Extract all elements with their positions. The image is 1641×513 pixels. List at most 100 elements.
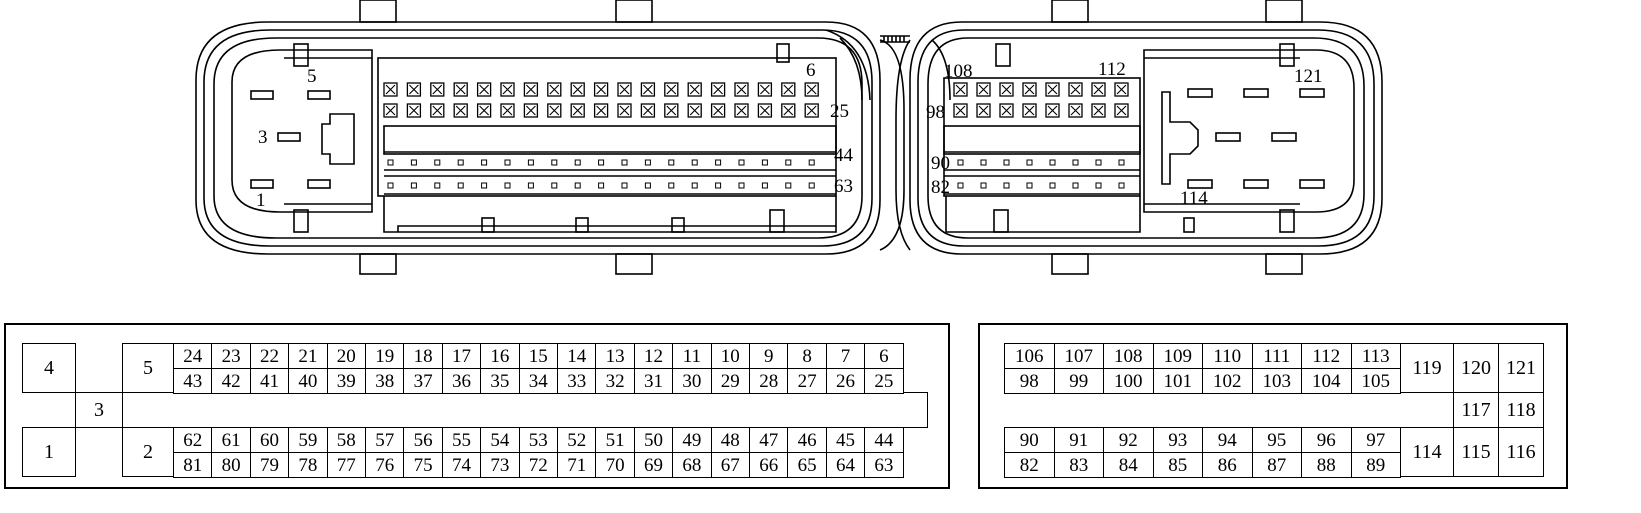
pin-socket [953, 103, 968, 118]
pin-115: 115 [1453, 427, 1499, 477]
connector-label-82: 82 [931, 177, 950, 198]
connector-label-3: 3 [258, 127, 268, 148]
pin-cell: 85 [1152, 452, 1203, 478]
pin-cell: 83 [1053, 452, 1104, 478]
pin-cell: 67 [710, 452, 750, 478]
pin-cell: 78 [288, 452, 328, 478]
pin-cell: 8 [787, 343, 827, 369]
connector-label-5: 5 [307, 66, 317, 87]
pin-socket-mark [432, 105, 443, 116]
pin-cell: 51 [595, 427, 635, 453]
pin-socket [781, 82, 796, 97]
connector-label-1: 1 [256, 190, 266, 211]
pin-cell: 30 [672, 368, 712, 394]
pin-cell: 72 [518, 452, 558, 478]
pin-contact [387, 182, 394, 189]
pin-socket [500, 103, 515, 118]
pin-socket-mark [978, 84, 989, 95]
pin-cell: 66 [749, 452, 789, 478]
pin-cell: 36 [441, 368, 482, 394]
pin-cell: 58 [326, 427, 366, 453]
pin-121: 121 [1498, 343, 1544, 393]
pin-socket [734, 103, 749, 118]
pin-socket-mark [713, 105, 723, 116]
pin-socket [547, 82, 562, 97]
pin-contact [457, 182, 464, 189]
pin-cell: 21 [288, 343, 328, 369]
connector-label-98: 98 [926, 102, 945, 123]
connector-label-6: 6 [806, 60, 816, 81]
pin-cell: 109 [1152, 343, 1203, 369]
pin-contact [1026, 182, 1033, 189]
pin-cell: 68 [672, 452, 712, 478]
pin-cell: 32 [595, 368, 635, 394]
pin-cell: 81 [173, 452, 213, 478]
pin-contact [1118, 159, 1125, 166]
pin-socket [570, 82, 585, 97]
pin-socket-mark [1047, 105, 1058, 116]
pin-cell: 63 [864, 452, 904, 478]
pin-cell: 34 [518, 368, 558, 394]
pin-socket [664, 82, 679, 97]
pin-cell: 7 [825, 343, 866, 369]
pin-contact [691, 159, 698, 166]
pin-socket-mark [666, 105, 677, 116]
pin-socket-mark [385, 84, 396, 95]
pin-socket-mark [619, 105, 630, 116]
right-connector-housing [909, 0, 1383, 275]
pin-socket [476, 103, 492, 118]
pin-contact [668, 159, 675, 166]
pin-socket-mark [643, 84, 653, 95]
pin-cell: 31 [633, 368, 674, 394]
pin-cell: 69 [633, 452, 674, 478]
pin-contact [527, 159, 534, 166]
pin-socket [406, 82, 422, 97]
pin-socket-mark [526, 84, 536, 95]
pin-socket-mark [385, 105, 396, 116]
pin-cell: 14 [557, 343, 597, 369]
pin-cell: 65 [787, 452, 827, 478]
pin-cell: 11 [672, 343, 712, 369]
pin-contact [1072, 182, 1079, 189]
pin-socket [1045, 82, 1060, 97]
pin-cell: 62 [173, 427, 213, 453]
pin-socket [617, 103, 632, 118]
pin-socket [570, 103, 585, 118]
pin-socket-mark [1093, 84, 1104, 95]
pin-contact [738, 182, 745, 189]
pin-cell: 60 [249, 427, 290, 453]
pin-cell: 19 [365, 343, 405, 369]
pin-cell: 97 [1350, 427, 1401, 453]
pin-cell: 43 [173, 368, 213, 394]
pin-socket [547, 103, 562, 118]
pin-contact [457, 159, 464, 166]
pin-socket-mark [572, 105, 583, 116]
pin-socket [1022, 82, 1037, 97]
pin-socket [523, 103, 539, 118]
pin-cell: 18 [403, 343, 443, 369]
pin-socket-mark [479, 105, 489, 116]
pin-socket [804, 103, 819, 118]
pin-socket-mark [596, 105, 606, 116]
pin-cell: 90 [1004, 427, 1055, 453]
pin-socket-mark [1024, 84, 1035, 95]
pin-socket-mark [783, 105, 794, 116]
pin-cell: 22 [249, 343, 290, 369]
pin-cell: 107 [1053, 343, 1104, 369]
pin-contact [598, 159, 605, 166]
pin-cell: 27 [787, 368, 827, 394]
pin-117: 117 [1453, 392, 1499, 428]
pin-socket-mark [479, 84, 489, 95]
connector-label-121: 121 [1294, 66, 1323, 87]
pin-cell: 16 [480, 343, 520, 369]
pin-socket-mark [1116, 84, 1127, 95]
pin-socket-mark [526, 105, 536, 116]
pin-cell: 37 [403, 368, 443, 394]
pin-contact [785, 182, 792, 189]
pin-contact [598, 182, 605, 189]
table-spacer [122, 392, 928, 428]
pin-socket [1114, 103, 1129, 118]
pin-cell: 17 [441, 343, 482, 369]
pin-3: 3 [75, 392, 123, 428]
